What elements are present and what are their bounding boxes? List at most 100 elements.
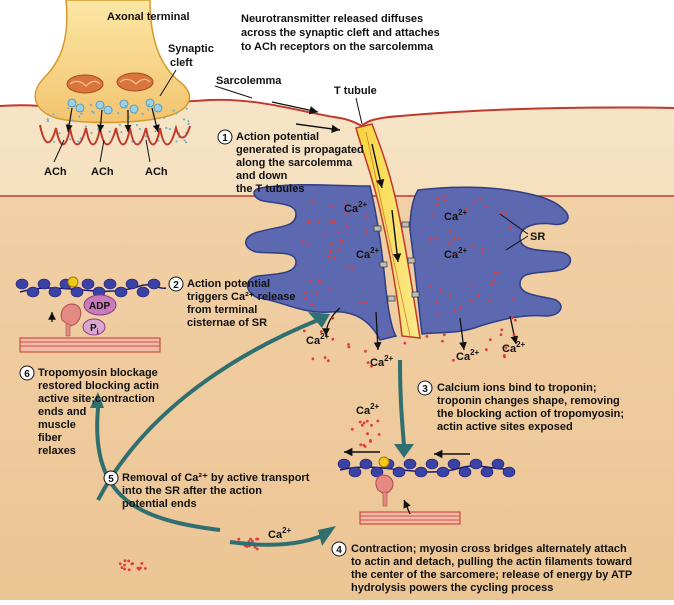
dot bbox=[365, 419, 369, 423]
dot bbox=[360, 423, 364, 427]
thin-filament-blocked bbox=[15, 276, 167, 298]
ach-pointer-lines bbox=[53, 139, 151, 163]
dot bbox=[485, 348, 488, 351]
myosin-head-detached bbox=[60, 303, 82, 337]
actin-bead bbox=[469, 458, 483, 470]
dot bbox=[370, 423, 373, 427]
dot bbox=[512, 297, 515, 301]
tubule-arrows bbox=[371, 143, 402, 263]
intro-line-2: across the synaptic cleft and attaches bbox=[241, 27, 440, 39]
dot bbox=[345, 212, 349, 215]
dot bbox=[175, 140, 178, 143]
step-4: 4 Contraction; myosin cross bridges alte… bbox=[331, 541, 635, 594]
dot bbox=[340, 238, 344, 242]
label-t-tubule: T tubule bbox=[334, 85, 377, 97]
actin-bead bbox=[502, 466, 516, 478]
dot bbox=[469, 299, 473, 303]
dot bbox=[134, 112, 137, 115]
calcium-labels: Ca2+Ca2+Ca2+Ca2+Ca2+Ca2+Ca2+Ca2+Ca2+Ca2+ bbox=[268, 200, 526, 541]
step-1-number: 1 bbox=[222, 133, 228, 144]
dot bbox=[251, 539, 254, 543]
dot bbox=[69, 138, 72, 141]
dot bbox=[77, 140, 80, 143]
dot bbox=[306, 221, 310, 225]
dot bbox=[425, 335, 429, 338]
mitochondrion-left bbox=[66, 74, 104, 94]
dot bbox=[496, 271, 499, 275]
filament-slide-arrows bbox=[344, 447, 470, 459]
dot bbox=[509, 226, 512, 229]
actin-bead bbox=[425, 458, 439, 470]
dot bbox=[403, 341, 407, 345]
dot bbox=[362, 421, 366, 425]
dot bbox=[364, 349, 367, 353]
dot bbox=[452, 237, 456, 241]
dot bbox=[311, 200, 314, 203]
dot bbox=[328, 255, 331, 258]
dot bbox=[144, 135, 148, 138]
dot bbox=[255, 547, 259, 551]
dot bbox=[302, 240, 305, 243]
step-3-text: Calcium ions bind to troponin; troponin … bbox=[437, 382, 627, 433]
dot bbox=[185, 141, 188, 144]
dot bbox=[70, 119, 74, 122]
thick-filament-top bbox=[19, 337, 161, 353]
step-4-number: 4 bbox=[336, 545, 342, 556]
dot bbox=[366, 361, 370, 364]
dot bbox=[147, 108, 150, 111]
dot bbox=[90, 131, 93, 135]
actin-bead bbox=[480, 466, 494, 478]
dot bbox=[168, 127, 171, 131]
dot bbox=[429, 285, 433, 289]
dot bbox=[330, 204, 333, 208]
step-3: 3 Calcium ions bind to troponin; troponi… bbox=[417, 380, 627, 433]
dot bbox=[366, 432, 369, 436]
dot bbox=[459, 306, 462, 309]
dot bbox=[53, 140, 56, 143]
t-tubule bbox=[355, 123, 421, 339]
ca-label-6: Ca2+ bbox=[370, 354, 394, 369]
actin-bead bbox=[37, 278, 51, 290]
dot bbox=[434, 237, 438, 240]
dot bbox=[118, 123, 121, 126]
t-tubule-pointer bbox=[355, 97, 363, 125]
cleft-pointer bbox=[159, 69, 177, 97]
dot bbox=[326, 359, 330, 363]
dot bbox=[481, 251, 485, 254]
intro-text: Neurotransmitter released diffuses acros… bbox=[241, 13, 443, 53]
dot bbox=[187, 120, 190, 123]
dot bbox=[136, 566, 140, 570]
step-6-number: 6 bbox=[24, 369, 30, 380]
label-cleft: cleft bbox=[170, 57, 193, 69]
actin-bead bbox=[114, 286, 128, 298]
sr-pointer-lines bbox=[499, 213, 529, 251]
dot bbox=[124, 105, 127, 108]
dot bbox=[344, 203, 348, 206]
step-2: 2 Action potential triggers Ca²⁺ release… bbox=[168, 276, 296, 329]
dot bbox=[333, 256, 336, 260]
step-4-text: Contraction; myosin cross bridges altern… bbox=[351, 543, 635, 594]
dot bbox=[67, 107, 70, 110]
dot bbox=[139, 566, 142, 570]
dot bbox=[249, 537, 253, 541]
dot bbox=[331, 337, 335, 341]
dot bbox=[182, 118, 186, 121]
label-pi: Pi bbox=[90, 323, 99, 336]
dot bbox=[154, 130, 157, 133]
dot bbox=[347, 343, 350, 346]
cycle-arrowheads bbox=[90, 312, 414, 546]
dot bbox=[329, 249, 333, 252]
step-5-number: 5 bbox=[108, 474, 114, 485]
dot bbox=[337, 231, 340, 234]
step-2-number: 2 bbox=[173, 280, 179, 291]
actin-bead bbox=[414, 466, 428, 478]
dot bbox=[364, 301, 368, 305]
dot bbox=[320, 330, 323, 333]
ca-label-2: Ca2+ bbox=[356, 246, 380, 261]
actin-bead bbox=[447, 458, 461, 470]
dot bbox=[350, 427, 354, 431]
thin-filament-active bbox=[337, 456, 516, 478]
actin-bead bbox=[370, 466, 384, 478]
dot bbox=[512, 333, 516, 337]
